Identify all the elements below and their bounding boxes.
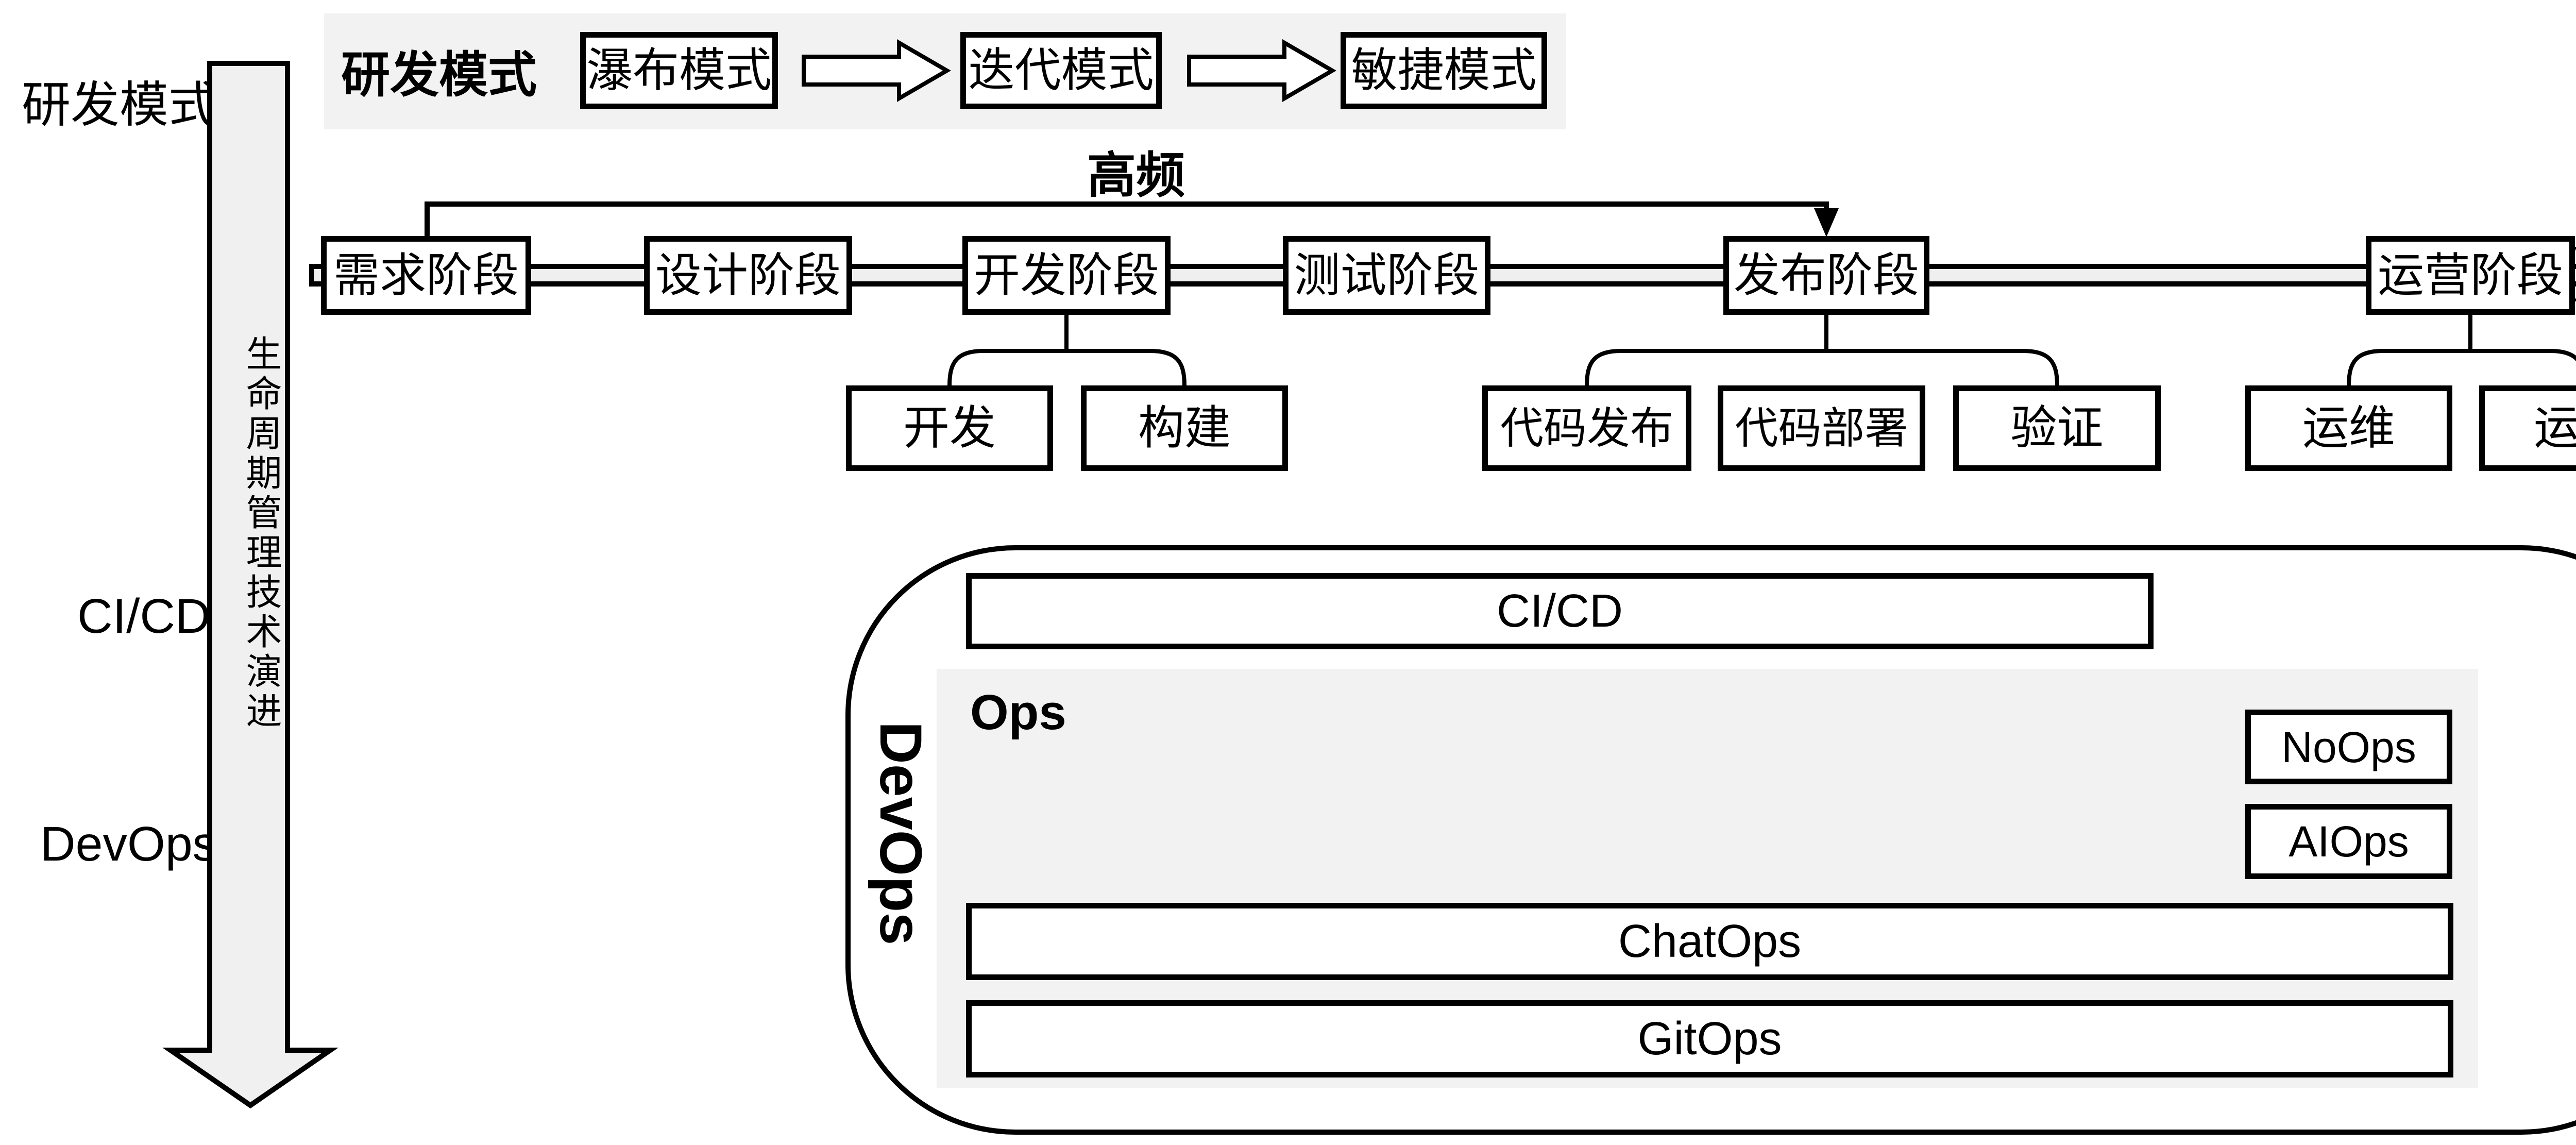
aiops-box: AIOps <box>2245 804 2452 879</box>
devops-container <box>845 545 2576 1135</box>
left-label-rnd-mode: 研发模式 <box>22 78 218 132</box>
stage-box-design: 设计阶段 <box>644 236 852 315</box>
mode-box-iterative: 迭代模式 <box>960 32 1162 109</box>
left-label-devops: DevOps <box>40 817 217 871</box>
cicd-box: CI/CD <box>966 573 2154 649</box>
high-frequency-arrow-line <box>425 201 1829 236</box>
brace-development <box>947 349 1187 386</box>
devops-container-label: DevOps <box>868 721 934 946</box>
substage-box-code-deploy: 代码部署 <box>1718 385 1925 471</box>
substage-box-maintenance: 运维 <box>2245 385 2452 471</box>
banner-title: 研发模式 <box>341 48 537 103</box>
mode-box-agile: 敏捷模式 <box>1341 32 1547 109</box>
stage-box-testing: 测试阶段 <box>1283 236 1490 315</box>
brace-release <box>1585 349 2059 386</box>
noops-box: NoOps <box>2245 710 2452 784</box>
substage-box-build: 构建 <box>1081 385 1288 471</box>
high-frequency-label: 高频 <box>1087 148 1185 204</box>
substage-box-code-release: 代码发布 <box>1482 385 1691 471</box>
substage-box-dev: 开发 <box>846 385 1053 471</box>
mode-box-waterfall: 瀑布模式 <box>580 32 778 109</box>
stage-box-operation: 运营阶段 <box>2366 236 2575 315</box>
brace-operation <box>2347 349 2576 386</box>
stage-box-release: 发布阶段 <box>1723 236 1929 315</box>
chatops-box: ChatOps <box>966 903 2453 980</box>
stage-box-development: 开发阶段 <box>962 236 1171 315</box>
evolution-arrow-label: 生命周期管理技术演进 <box>241 335 281 732</box>
gitops-box: GitOps <box>966 1000 2453 1077</box>
ops-panel-label: Ops <box>970 685 1066 740</box>
substage-box-operation: 运营 <box>2479 385 2576 471</box>
high-frequency-arrowhead-icon <box>1814 208 1839 237</box>
left-label-cicd: CI/CD <box>77 589 211 644</box>
substage-box-verify: 验证 <box>1953 385 2161 471</box>
stage-box-requirements: 需求阶段 <box>321 236 531 315</box>
